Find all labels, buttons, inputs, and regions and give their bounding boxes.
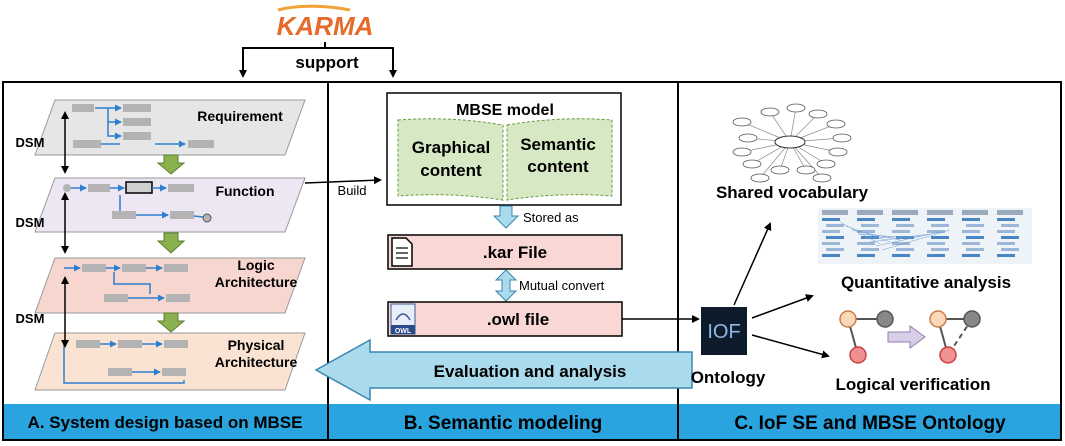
- mutual-convert-label: Mutual convert: [519, 278, 605, 293]
- function-label: Function: [215, 183, 274, 199]
- kar-file-box: [387, 234, 623, 270]
- iof-logo: [701, 307, 747, 355]
- to-quantitative-analysis-arrow: [751, 294, 814, 319]
- graphical-content-page: [397, 118, 504, 201]
- footer-b-label: B. Semantic modeling: [404, 413, 602, 434]
- ontology-label: Ontology: [691, 368, 766, 387]
- footer-bar-c: [679, 404, 1060, 439]
- owl-file-box: [387, 301, 623, 337]
- owl-icon: OWL: [390, 303, 416, 335]
- physical-architecture-layer: [34, 332, 306, 391]
- owl-file-label: .owl file: [487, 310, 549, 329]
- logic-flow: [64, 264, 190, 302]
- layer-down-arrows: [156, 154, 186, 333]
- footer-a-label: A. System design based on MBSE: [28, 413, 303, 432]
- semantic-content-page: [506, 118, 613, 201]
- karma-logo: KARMA: [277, 4, 374, 41]
- footer-bar-b: [329, 404, 677, 439]
- dsm-label-3: DSM: [16, 311, 45, 326]
- logic-label-line2: Architecture: [215, 274, 298, 290]
- outer-frame: [2, 81, 1062, 441]
- dsm-label-2: DSM: [16, 215, 45, 230]
- function-flow: [63, 181, 212, 223]
- graphical-line1: Graphical: [412, 138, 490, 157]
- physical-label-line1: Physical: [228, 337, 285, 353]
- to-logical-verification-arrow: [751, 334, 830, 359]
- stored-as-arrow: [492, 205, 520, 229]
- graphical-line2: content: [420, 161, 482, 180]
- support-connector: [239, 42, 397, 78]
- shared-vocabulary-label: Shared vocabulary: [716, 183, 869, 202]
- support-label: support: [295, 53, 359, 72]
- build-label: Build: [338, 183, 367, 198]
- mbse-model-title: MBSE model: [456, 102, 554, 119]
- logical-verification-graph-illustration: [839, 310, 981, 364]
- dsm-label-1: DSM: [16, 135, 45, 150]
- vocabulary-mindmap-illustration: [732, 103, 852, 183]
- logical-verification-label: Logical verification: [836, 375, 991, 394]
- logic-label-line1: Logic: [237, 257, 275, 273]
- mutual-convert-arrow: [494, 269, 518, 302]
- to-shared-vocabulary-arrow: [733, 222, 772, 306]
- build-arrow: [304, 176, 382, 185]
- evaluation-analysis-arrow: [314, 338, 693, 402]
- semantic-line2: content: [527, 157, 589, 176]
- kar-file-label: .kar File: [483, 243, 547, 262]
- semantic-line1: Semantic: [520, 135, 596, 154]
- owl-icon-text: OWL: [395, 328, 412, 335]
- evaluation-analysis-label: Evaluation and analysis: [434, 362, 627, 381]
- document-icon: [391, 237, 413, 267]
- quantitative-analysis-label: Quantitative analysis: [841, 273, 1011, 292]
- footer-c-label: C. IoF SE and MBSE Ontology: [734, 413, 1006, 434]
- requirement-flow: [72, 104, 214, 148]
- requirement-label: Requirement: [197, 108, 283, 124]
- iof-logo-text: IOF: [707, 321, 740, 343]
- physical-flow: [63, 340, 188, 384]
- quantitative-table-illustration: [818, 208, 1032, 264]
- requirement-layer: [34, 99, 306, 156]
- footer-bar-a: [4, 404, 327, 439]
- karma-logo-text: KARMA: [277, 11, 374, 41]
- physical-label-line2: Architecture: [215, 354, 298, 370]
- stored-as-label: Stored as: [523, 210, 579, 225]
